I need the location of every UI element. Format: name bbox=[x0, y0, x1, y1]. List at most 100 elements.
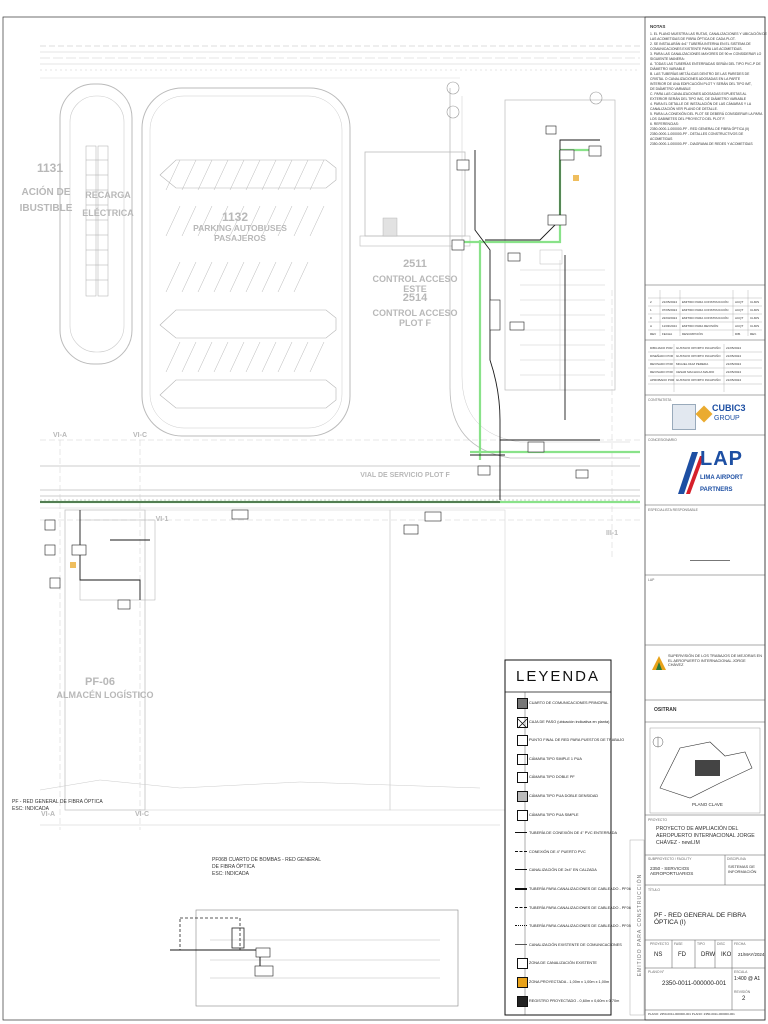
note-line: C. PARA LAS CANALIZACIONES ADOSADAS EXPU… bbox=[650, 92, 747, 96]
note-line: 4. PARA EL DETALLE DE INSTALACIÓN DE LAS… bbox=[650, 102, 752, 106]
disciplina-text: SISTEMAS DE INFORMACIÓN bbox=[728, 864, 757, 874]
area-1132-number: 1132 bbox=[221, 210, 249, 224]
note-line: CANALIZACIÓN VER PLANO DE DETALLE. bbox=[650, 107, 718, 111]
area-1131-number: 1131 bbox=[36, 161, 64, 175]
legend-symbol-icon bbox=[515, 832, 527, 834]
legend-label: CÁMARA TIPO PUA DOBLE DENSIDAD bbox=[529, 794, 599, 798]
signature-cell: REVISADO POR bbox=[650, 362, 673, 366]
note-line: 2350-0000-1-000000-PF - DETALLES CONSTRU… bbox=[650, 132, 744, 136]
signature-cell: MIGUEL DIAZ PEREDA bbox=[676, 362, 709, 366]
ositran-text: OSITRAN bbox=[654, 707, 677, 713]
side-stamp: EMITIDO PARA CONSTRUCCIÓN bbox=[637, 873, 643, 977]
legend-row: CÁMARA TIPO PUA DOBLE DENSIDAD bbox=[507, 787, 609, 805]
rev-cell: CLM/S bbox=[750, 300, 760, 304]
especialista-label: ESPECIALISTA RESPONSABLE bbox=[648, 508, 698, 512]
area-1132-name: PARKING AUTOBUSES PASAJEROS bbox=[193, 223, 287, 243]
legend-row: CUARTO DE COMUNICACIONES PRINCIPAL bbox=[507, 694, 609, 712]
area-1131-name-1: ACIÓN DE bbox=[21, 187, 71, 198]
legend-label: CÁMARA TIPO DOBLE PF bbox=[529, 775, 575, 780]
note-line: DIÁMETRO VARIABLE bbox=[650, 67, 686, 71]
legend-label: CUARTO DE COMUNICACIONES PRINCIPAL bbox=[529, 701, 609, 705]
field-label: FECHA bbox=[734, 942, 746, 946]
legend-label: ZONA PROYECTADA - 1,00m x 1,00m x 1,00m bbox=[529, 980, 610, 984]
legend-row: TUBERÍA PARA CANALIZACIONES DE CABLEADO … bbox=[507, 917, 631, 935]
legend-symbol-icon bbox=[517, 716, 528, 728]
legend-label: CANALIZACIÓN EXISTENTE DE COMUNICACIONES bbox=[529, 942, 622, 947]
detail-title: PF06B CUARTO DE BOMBAS - RED GENERAL bbox=[212, 857, 322, 863]
rev-header-cell: REV bbox=[650, 332, 657, 336]
legend-label: CONEXIÓN DE 4" PUERTO PVC bbox=[529, 849, 586, 854]
footer-text: PLANO: 2350-0011-000000-001 PLANO: 2350-… bbox=[648, 1012, 735, 1016]
rev-cell: ACQT bbox=[735, 324, 744, 328]
rev-cell: ACQT bbox=[735, 308, 744, 312]
grid-label: III-1 bbox=[605, 530, 619, 537]
legend-row: PUNTO FINAL DE RED PARA PUESTOS DE TRABA… bbox=[507, 731, 624, 749]
legend-label: CÁMARA TIPO SIMPLE 1 PUA bbox=[529, 756, 582, 761]
legend-symbol-icon bbox=[517, 753, 528, 765]
field-label: TIPO bbox=[697, 942, 705, 946]
signature-cell: REVISADO POR bbox=[650, 370, 673, 374]
detail-title-2: DE FIBRA ÓPTICA bbox=[212, 864, 255, 870]
legend-symbol-icon bbox=[517, 809, 528, 821]
rev-cell: 2 bbox=[650, 300, 652, 304]
legend-label: TUBERÍA DE CONEXIÓN DE 4" PVC ENTERRADA bbox=[529, 831, 618, 836]
legend-row: CAJA DE PASO (ubicación indicativa en pl… bbox=[507, 713, 609, 731]
note-line: LAS ACOMETIDAS DE FIBRA ÓPTICA DE CADA P… bbox=[650, 37, 736, 41]
legend-row: CÁMARA TIPO PUA SIMPLE bbox=[507, 806, 609, 824]
area-2511-number: 2511 bbox=[403, 258, 427, 270]
subproyecto-label: SUBPROYECTO / FACILITY bbox=[648, 857, 692, 861]
plan-title-note: PF - RED GENERAL DE FIBRA ÓPTICA bbox=[12, 799, 103, 805]
signature-cell: GUSTAVO OPORTO INCAPUÑO bbox=[676, 378, 721, 382]
area-2514-number: 2514 bbox=[402, 292, 428, 304]
area-pf06-name: ALMACÉN LOGÍSTICO bbox=[56, 690, 154, 700]
plano-clave-label: PLANO CLAVE bbox=[692, 802, 723, 807]
grid-label: VI-C bbox=[133, 432, 147, 439]
signature-cell: 21/05/2024 bbox=[726, 346, 742, 350]
field-label: PROYECTO bbox=[650, 942, 669, 946]
rev-cell: CLM/S bbox=[750, 316, 760, 320]
legend-symbol-icon bbox=[515, 925, 527, 927]
signature-cell: DISEÑADO POR bbox=[650, 354, 674, 358]
legend-symbol-icon bbox=[517, 791, 528, 802]
vial-label: VIAL DE SERVICIO PLOT F bbox=[360, 472, 450, 479]
signature-cell: GUSTAVO OPORTO INCAPUÑO bbox=[676, 354, 721, 358]
legend-row: TUBERÍA DE CONEXIÓN DE 4" PVC ENTERRADA bbox=[507, 824, 618, 842]
note-line: EXTERIOR SERÁN DEL TIPO IMC, DE DIÁMETRO… bbox=[650, 97, 747, 101]
signature-cell: 21/05/2024 bbox=[726, 354, 742, 358]
lap-logo-sub1: LIMA AIRPORT bbox=[700, 475, 743, 481]
note-line: COMUNICACIONES EXISTENTE PARA LAS ACOMET… bbox=[650, 47, 743, 51]
legend-label: TUBERÍA PARA CANALIZACIONES DE CABLEADO … bbox=[529, 905, 631, 910]
notes-title: NOTAS bbox=[650, 24, 666, 29]
escala-value: 1:400 @ A1 bbox=[734, 976, 761, 982]
titulo-label: TÍTULO bbox=[648, 888, 661, 892]
note-line: SIGUIENTE MANERA: bbox=[650, 57, 685, 61]
rev-cell: EMITIDO PARA CONSTRUCCIÓN bbox=[682, 300, 729, 304]
rev-cell: 21/05/2024 bbox=[662, 300, 678, 304]
area-2514-name: CONTROL ACCESO PLOT F bbox=[372, 308, 458, 328]
legend-symbol-icon bbox=[515, 869, 527, 871]
note-line: CRISTAL O CANALIZACIONES ADOSADAS EN LA … bbox=[650, 77, 741, 81]
subproyecto-text: 2350 - SERVICIOS AEROPORTUARIOS bbox=[650, 866, 694, 876]
legend-row: ZONA DE CANALIZACIÓN EXISTENTE bbox=[507, 954, 609, 972]
note-line: 1. EL PLANO MUESTRA LAS RUTAS, CANALIZAC… bbox=[650, 32, 768, 36]
legend-row: CÁMARA TIPO DOBLE PF bbox=[507, 768, 609, 786]
signature-cell: 21/05/2024 bbox=[726, 370, 742, 374]
concesionario-label: CONCESIONARIO bbox=[648, 438, 677, 442]
legend-symbol-icon bbox=[515, 888, 527, 890]
note-line: B. LAS TUBERÍAS METÁLICAS DENTRO DE LAS … bbox=[650, 72, 750, 76]
rev-cell: ACQT bbox=[735, 316, 744, 320]
legend-row: ZONA PROYECTADA - 1,00m x 1,00m x 1,00m bbox=[507, 973, 609, 991]
legend-symbol-icon bbox=[517, 977, 528, 988]
plano-number: 2350-0011-000000-001 bbox=[662, 980, 727, 987]
note-line: 2. SE INSTALARÁN 4x1" TUBERÍA INTERNA EN… bbox=[650, 42, 751, 46]
rev-cell: EMITIDO PARA CONSTRUCCIÓN bbox=[682, 308, 729, 312]
signature-cell: DIBUJADO POR bbox=[650, 346, 673, 350]
rev-cell: CLM/S bbox=[750, 308, 760, 312]
signature-scribble bbox=[690, 540, 730, 561]
legend-title: LEYENDA bbox=[515, 668, 601, 685]
revision-value: 2 bbox=[742, 996, 746, 1002]
legend-label: CAJA DE PASO (ubicación indicativa en pl… bbox=[529, 719, 610, 724]
note-line: LOS GABINETES DEL PROYECTO DEL PLOT F. bbox=[650, 117, 726, 121]
grid-label: VI-A bbox=[41, 811, 55, 818]
